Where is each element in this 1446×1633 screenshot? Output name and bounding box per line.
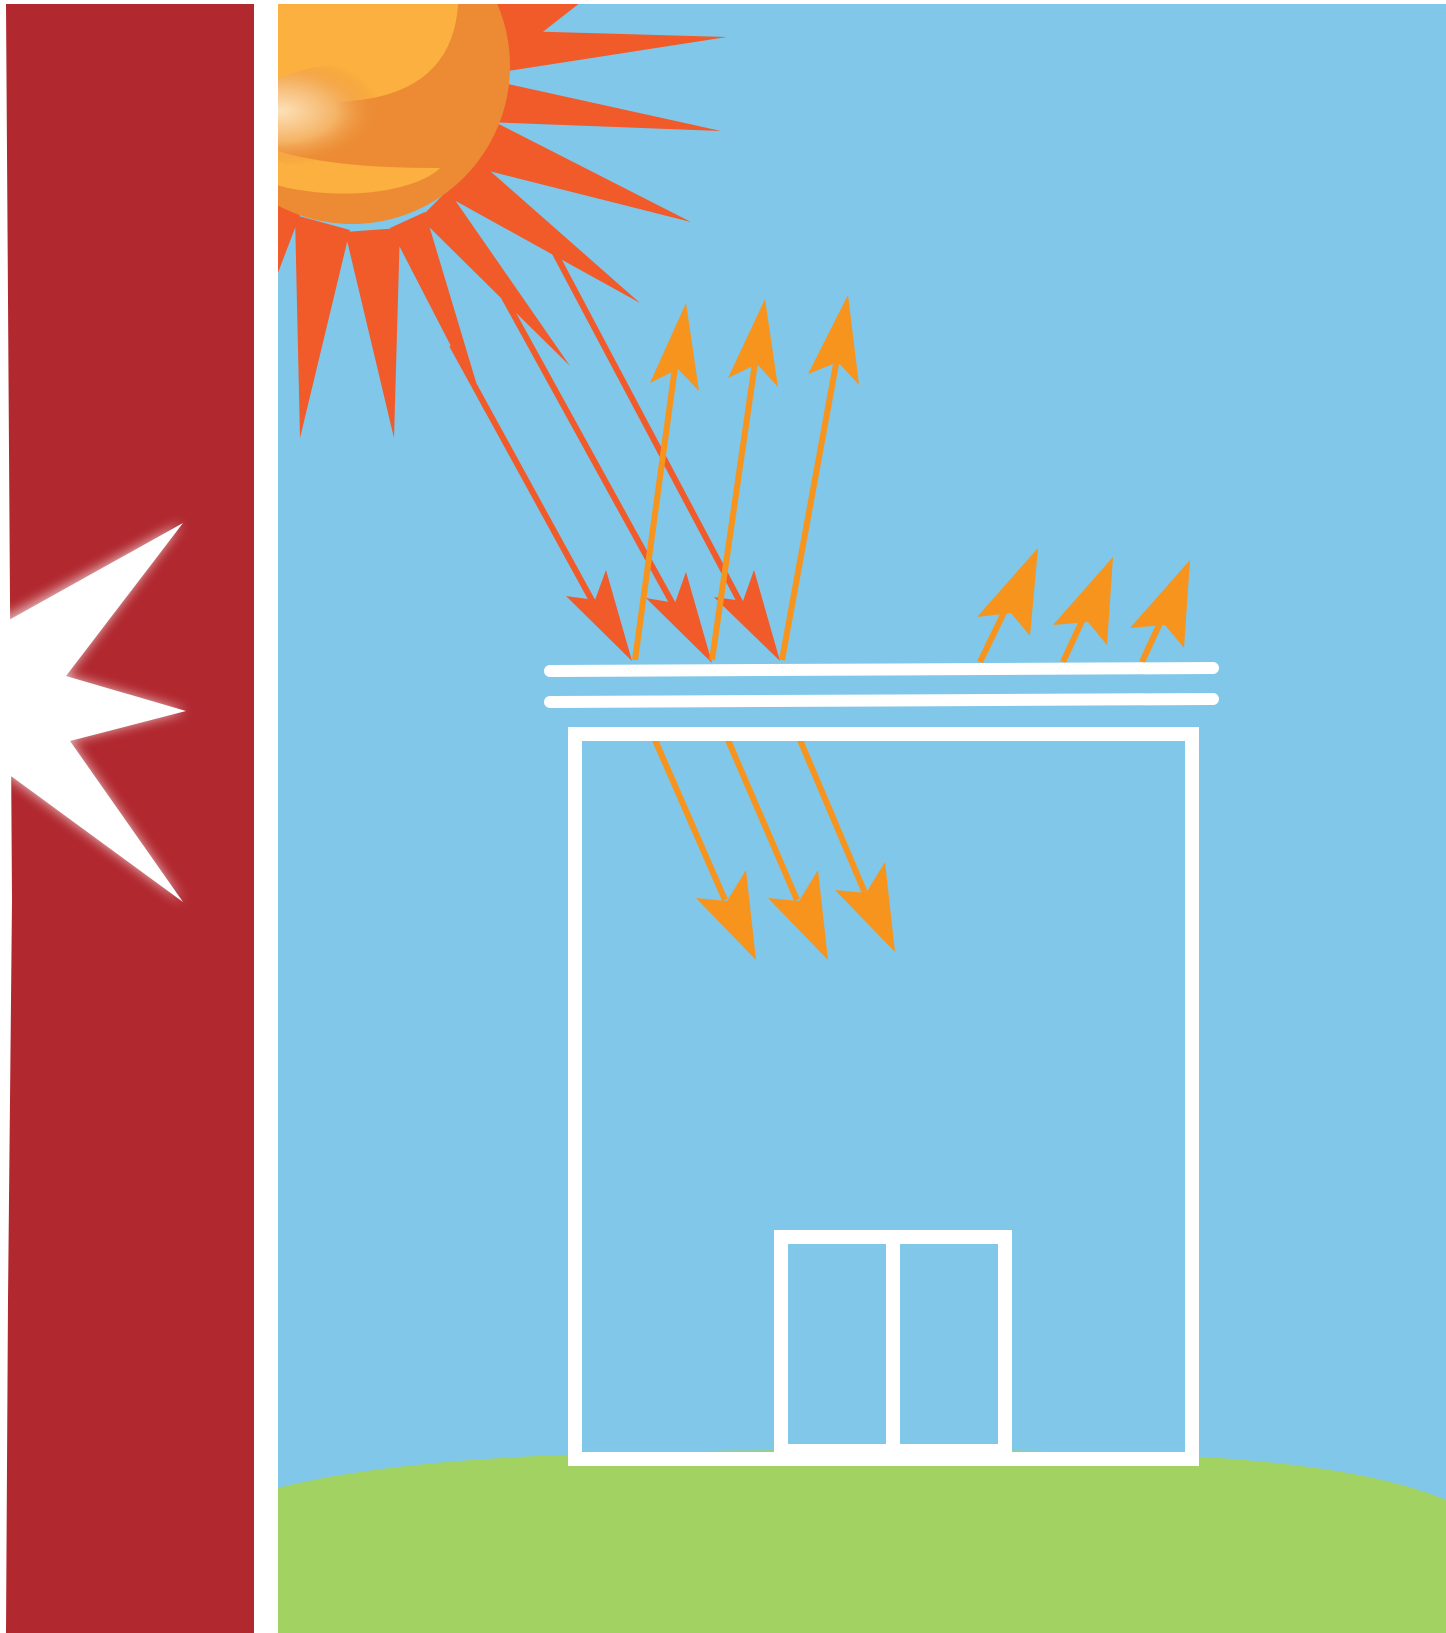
brand-bar — [0, 4, 254, 1633]
grass — [278, 1450, 1446, 1633]
roof-bottom-layer — [550, 699, 1213, 702]
roof-top-layer — [550, 668, 1213, 671]
